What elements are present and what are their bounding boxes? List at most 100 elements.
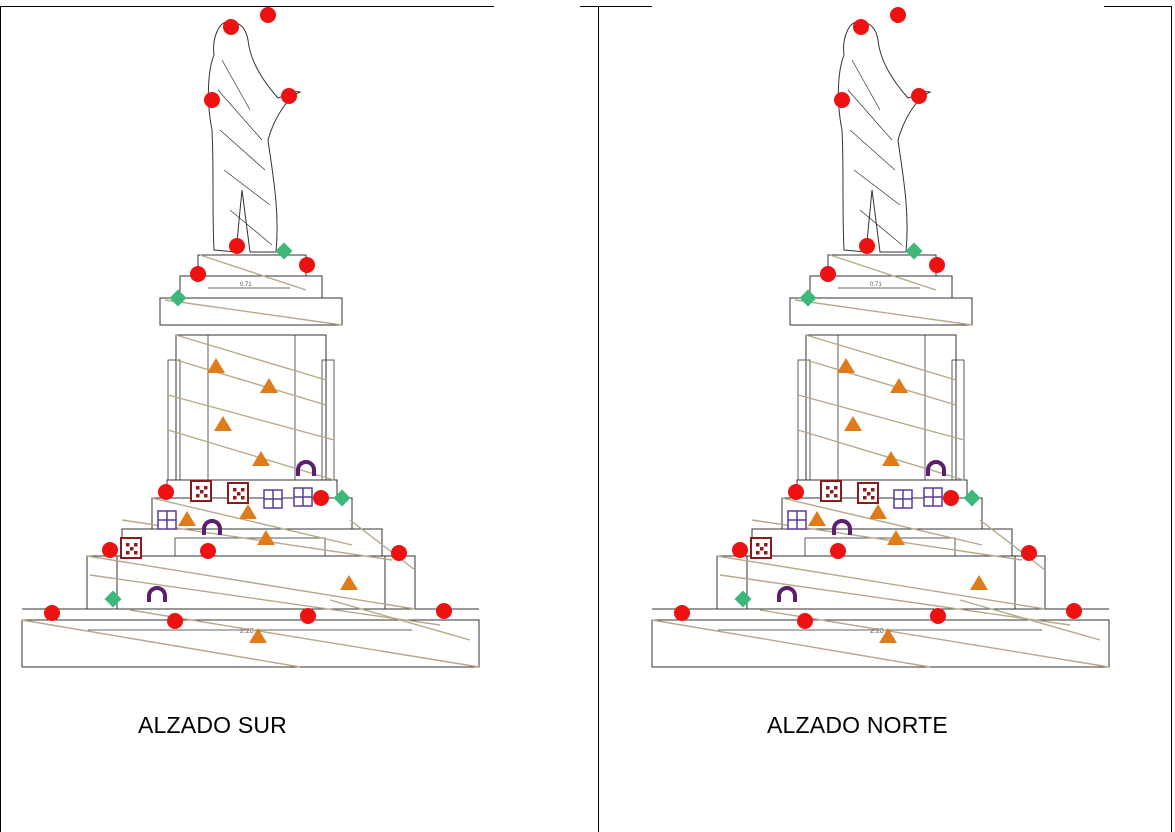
checker-dot — [834, 494, 838, 498]
statue-figure — [207, 21, 302, 253]
hatch-line — [349, 519, 416, 571]
frame-top-right — [1104, 6, 1172, 7]
point-marker — [834, 92, 850, 108]
hatch-line — [89, 574, 441, 626]
triangle-marker — [879, 628, 897, 643]
point-marker — [820, 266, 836, 282]
green-marker — [333, 489, 351, 507]
triangle-marker — [887, 530, 905, 545]
hatch-line — [21, 619, 301, 668]
checker-dot — [826, 486, 830, 490]
triangle-marker — [214, 416, 232, 431]
hatch-line — [805, 334, 957, 381]
checker-dot — [756, 543, 760, 547]
triangle-marker — [178, 511, 196, 526]
checker-dot — [126, 543, 130, 547]
shaft — [805, 334, 957, 481]
checker-dot — [863, 488, 867, 492]
checker-dot — [830, 490, 834, 494]
point-marker — [930, 608, 946, 624]
point-marker — [1066, 603, 1082, 619]
monument-elevation-north: 2.200.71 — [651, 7, 1110, 668]
triangle-marker — [260, 378, 278, 393]
triangle-marker — [239, 504, 257, 519]
point-marker — [732, 542, 748, 558]
shaft-left-pilaster — [167, 359, 181, 481]
checker-dot — [867, 492, 871, 496]
hatch-line — [716, 555, 1046, 610]
triangle-marker — [252, 451, 270, 466]
shaft-right-pilaster — [321, 359, 335, 481]
triangle-marker — [257, 530, 275, 545]
hatch-line — [199, 254, 307, 291]
hatch-line — [959, 599, 1101, 641]
green-marker — [104, 590, 122, 608]
arch-marker — [832, 519, 852, 535]
triangle-marker — [970, 575, 988, 590]
point-marker — [797, 613, 813, 629]
caption-alzado-norte: ALZADO NORTE — [767, 712, 948, 738]
hatch-line — [759, 609, 1110, 668]
hatch-line — [805, 359, 957, 406]
checker-dot — [764, 543, 768, 547]
hatch-line — [129, 609, 480, 668]
checker-dot — [204, 486, 208, 490]
statue-figure — [837, 21, 932, 253]
base-dimension-label: 2.20 — [240, 628, 254, 635]
point-marker — [911, 88, 927, 104]
point-marker — [190, 266, 206, 282]
checker-dot — [871, 488, 875, 492]
checker-dot — [233, 488, 237, 492]
checker-dot — [871, 496, 875, 500]
frame-left-border — [0, 6, 1, 832]
green-marker — [905, 242, 923, 260]
base-slab — [651, 619, 1110, 668]
point-marker — [313, 490, 329, 506]
hatch-line — [651, 619, 931, 668]
point-marker — [859, 238, 875, 254]
hatch-line — [797, 429, 965, 481]
triangle-marker — [207, 358, 225, 373]
point-marker — [158, 484, 174, 500]
triangle-marker — [340, 575, 358, 590]
shaft — [175, 334, 327, 481]
shaft-left-pilaster — [797, 359, 811, 481]
checker-dot — [241, 496, 245, 500]
green-marker — [275, 242, 293, 260]
point-marker — [200, 543, 216, 559]
point-marker — [943, 490, 959, 506]
point-marker — [229, 238, 245, 254]
hatch-line — [175, 334, 327, 381]
green-marker — [734, 590, 752, 608]
checker-dot — [863, 496, 867, 500]
point-marker — [788, 484, 804, 500]
caption-alzado-sur: ALZADO SUR — [138, 712, 287, 738]
hatch-line — [719, 574, 1071, 626]
point-marker — [674, 605, 690, 621]
checker-dot — [126, 551, 130, 555]
arch-marker — [926, 460, 946, 476]
point-marker — [890, 7, 906, 23]
triangle-marker — [882, 451, 900, 466]
shaft-right-pilaster — [951, 359, 965, 481]
checker-dot — [200, 490, 204, 494]
hatch-line — [794, 299, 973, 326]
hatch-line — [164, 299, 343, 326]
triangle-marker — [844, 416, 862, 431]
checker-dot — [134, 551, 138, 555]
checker-dot — [233, 496, 237, 500]
frame-right-border — [1171, 6, 1172, 832]
point-marker — [1021, 545, 1037, 561]
step-three-panel — [174, 537, 326, 557]
frame-top-middle — [580, 6, 652, 7]
point-marker — [281, 88, 297, 104]
green-marker — [963, 489, 981, 507]
step-three-panel — [804, 537, 956, 557]
point-marker — [300, 608, 316, 624]
hatch-line — [781, 497, 983, 546]
statue-drapery — [847, 59, 903, 246]
checker-dot — [130, 547, 134, 551]
point-marker — [102, 542, 118, 558]
